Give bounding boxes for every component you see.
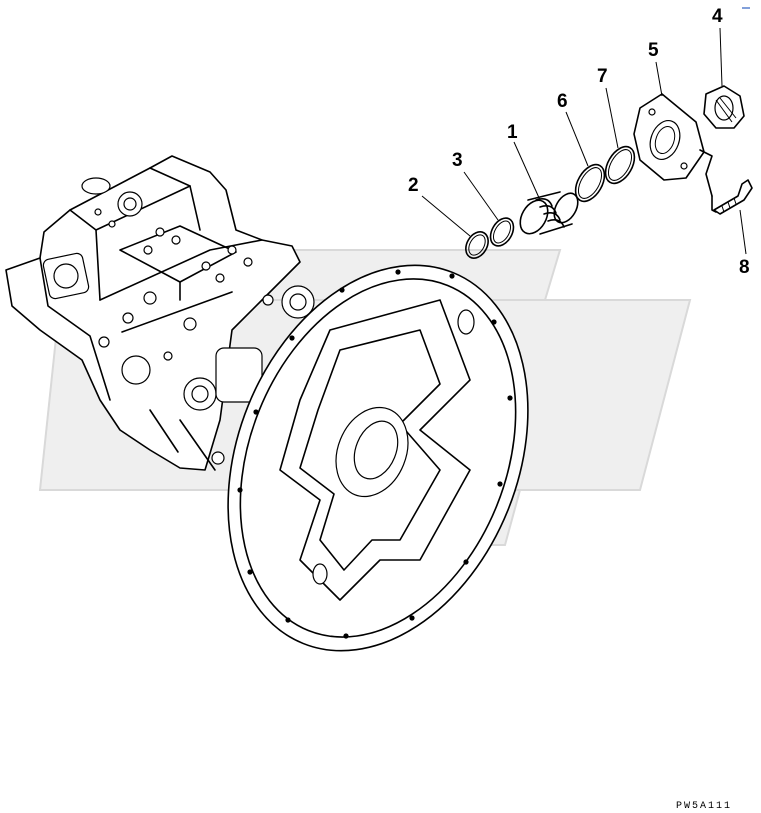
callout-2: 2 (408, 175, 471, 237)
bolt-part-8 (711, 179, 753, 215)
nut-part-4 (703, 85, 745, 129)
svg-text:6: 6 (557, 91, 568, 112)
svg-text:3: 3 (452, 150, 463, 171)
svg-text:8: 8 (739, 257, 750, 278)
svg-text:7: 7 (597, 66, 608, 87)
flange-part-5 (633, 93, 713, 197)
o-ring-part-6 (574, 163, 606, 203)
drawing-code: PW5A111 (676, 801, 732, 812)
callout-3: 3 (452, 150, 499, 221)
svg-text:2: 2 (408, 175, 419, 196)
callout-1: 1 (507, 122, 541, 201)
callout-7: 7 (597, 66, 619, 149)
callout-5: 5 (648, 40, 663, 97)
o-ring-part-2 (465, 231, 489, 259)
svg-text:5: 5 (648, 40, 659, 61)
hydraulic-pump-assembly (5, 155, 315, 471)
pump-mounting-flange (227, 264, 529, 652)
o-ring-part-3 (489, 217, 515, 247)
callout-6: 6 (557, 91, 589, 167)
callout-8: 8 (739, 209, 750, 278)
o-ring-part-7 (604, 145, 636, 185)
svg-text:4: 4 (712, 6, 723, 27)
svg-text:1: 1 (507, 122, 518, 143)
callout-4: 4 (712, 6, 723, 87)
spring-part-1 (519, 191, 579, 235)
